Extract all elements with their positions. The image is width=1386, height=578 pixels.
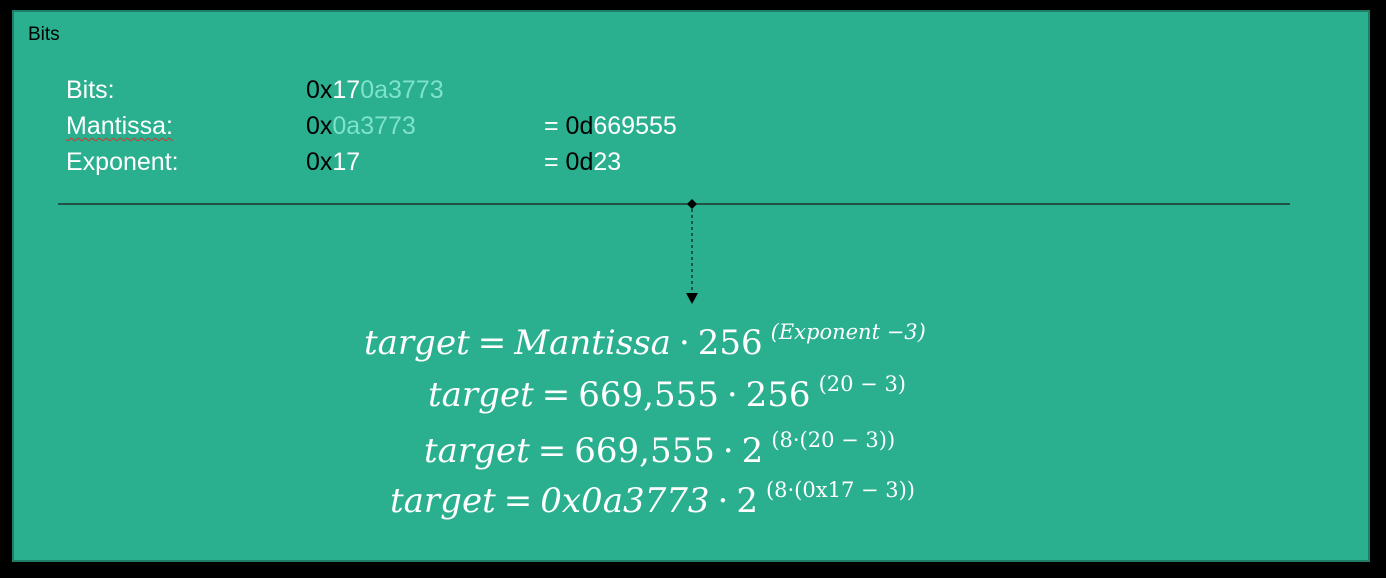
formula-rhs: Mantissa [514, 323, 671, 363]
formula-lhs: target [390, 481, 496, 521]
formula-lhs: target [424, 431, 530, 471]
formula-dot: · [717, 481, 729, 521]
formula-exponent: (8·(0x17 − 3)) [765, 478, 915, 502]
arrow-head-icon [686, 293, 698, 304]
formula-rhs: 669,555 [574, 431, 715, 471]
formula-dot: · [726, 375, 738, 415]
mantissa-row: Mantissa: 0x0a3773 = 0d669555 [66, 112, 866, 144]
exponent-hex-digits: 17 [332, 148, 361, 176]
equals-sign: = [544, 148, 566, 176]
decimal-prefix: 0d [565, 148, 594, 176]
formula-equals: = [477, 323, 507, 363]
divider-diamond-marker [687, 199, 697, 209]
formula-equals: = [503, 481, 533, 521]
bits-exponent-bytes: 17 [332, 76, 361, 104]
bits-row: Bits: 0x170a3773 [66, 76, 866, 108]
formula-line-2: target=669,555·256 (20 − 3) [428, 372, 906, 415]
exponent-decimal-value: = 0d23 [544, 148, 621, 177]
formula-dot: · [722, 431, 734, 471]
exponent-decimal-digits: 23 [593, 148, 622, 176]
formula-exponent: (Exponent −3) [770, 320, 926, 344]
formula-exponent: (20 − 3) [818, 372, 906, 396]
formula-base: 256 [745, 375, 811, 415]
decimal-prefix: 0d [565, 112, 594, 140]
mantissa-decimal-digits: 669555 [593, 112, 677, 140]
hex-prefix: 0x [306, 76, 333, 104]
bits-mantissa-bytes: 0a3773 [360, 76, 444, 104]
formula-base: 2 [736, 481, 758, 521]
formula-base: 2 [741, 431, 764, 471]
exponent-hex-value: 0x17 [306, 148, 360, 177]
mantissa-hex-digits: 0a3773 [332, 112, 416, 140]
connector-graphic [58, 199, 1290, 304]
formula-line-1: target=Mantissa·256 (Exponent −3) [364, 320, 926, 363]
hex-prefix: 0x [306, 148, 333, 176]
formula-rhs: 669,555 [578, 375, 719, 415]
mantissa-decimal-value: = 0d669555 [544, 112, 677, 141]
formula-block: target=Mantissa·256(Exponent −3) target=… [14, 12, 1372, 564]
formula-exponent: (8·(20 − 3)) [771, 428, 896, 452]
exponent-row: Exponent: 0x17 = 0d23 [66, 148, 866, 180]
exponent-label: Exponent: [66, 148, 179, 176]
bits-hex-value: 0x170a3773 [306, 76, 444, 105]
hex-prefix: 0x [306, 112, 333, 140]
mantissa-label: Mantissa: [66, 112, 173, 140]
formula-line-3: target=669,555·2 (8·(20 − 3)) [424, 428, 896, 471]
formula-line-4: target=0x0a3773·2 (8·(0x17 − 3)) [390, 478, 915, 521]
bits-label: Bits: [66, 76, 115, 104]
formula-lhs: target [428, 375, 534, 415]
mantissa-hex-value: 0x0a3773 [306, 112, 416, 141]
formula-equals: = [537, 431, 567, 471]
panel-title: Bits [28, 24, 60, 45]
formula-lhs: target [364, 323, 470, 363]
equals-sign: = [544, 112, 566, 140]
diagram-panel: Bits Bits: 0x170a3773 Mantissa: 0x0a3773… [12, 10, 1370, 562]
formula-base: 256 [697, 323, 763, 363]
formula-dot: · [678, 323, 690, 363]
formula-rhs: 0x0a3773 [540, 481, 710, 521]
formula-equals: = [541, 375, 571, 415]
